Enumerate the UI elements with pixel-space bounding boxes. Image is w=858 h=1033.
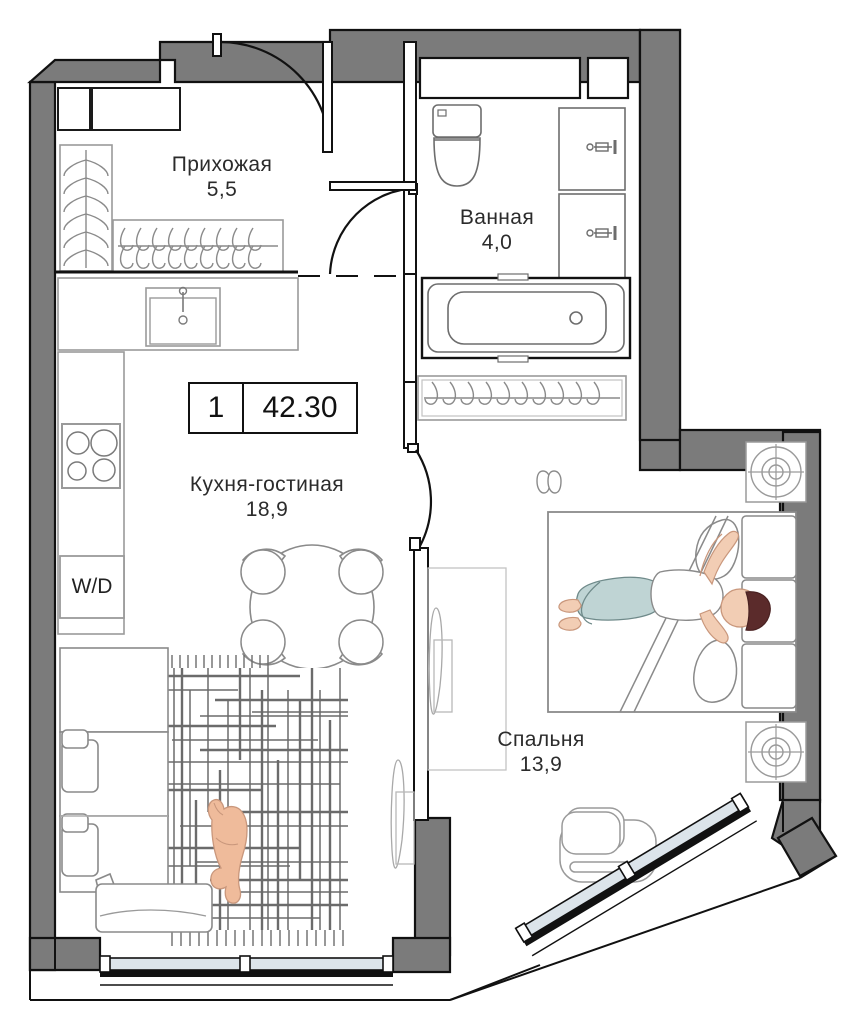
entry-door: [212, 33, 333, 153]
right-wall-lines: [679, 440, 784, 832]
sectional-sofa: [59, 647, 213, 933]
room-area-bedroom: 13,9: [519, 753, 563, 776]
room-name-hall: Прихожая: [171, 153, 273, 176]
room-name-bedroom: Спальня: [497, 728, 585, 751]
bathroom-door: [328, 181, 418, 275]
badge-total-area: 42.30: [262, 391, 338, 424]
room-label-bath: Ванная 4,0: [437, 205, 557, 256]
room-label-bedroom: Спальня 13,9: [481, 727, 601, 778]
window-bottom-right-angled: [514, 792, 758, 957]
bathroom: [328, 56, 632, 363]
dining-chairs: [240, 548, 384, 666]
slippers-icon: [536, 470, 562, 494]
room-name-kitchen: Кухня-гостиная: [189, 473, 345, 496]
bathtub-icon: [420, 273, 632, 363]
hall-cabinet-large: [91, 87, 181, 131]
bath-upper-cabinet: [418, 56, 582, 100]
room-label-kitchen: Кухня-гостиная 18,9: [167, 472, 367, 523]
living-area: [59, 647, 348, 946]
dog-illustration: [207, 798, 248, 904]
rug-fringe: [171, 655, 344, 946]
bath-upper-cabinet-small: [586, 56, 630, 100]
window-bottom-left: [99, 955, 394, 986]
kitchen-sink-icon: [145, 286, 221, 347]
nightstand-lamp-bottom: [745, 721, 807, 783]
hall-furniture: [55, 33, 404, 277]
curtains: [390, 567, 507, 869]
room-area-hall: 5,5: [206, 178, 238, 201]
corridor-wardrobe: [407, 375, 627, 551]
room-name-bath: Ванная: [459, 206, 535, 229]
badge-room-count: 1: [190, 384, 244, 432]
toilet-icon: [432, 104, 482, 187]
partitions: [403, 41, 429, 821]
washer-dryer-unit: [59, 555, 125, 619]
washer-dryer-text: W/D: [71, 575, 113, 598]
outer-angled-edge: [449, 855, 837, 1001]
dining-set: [240, 544, 384, 670]
washer-dryer-label: W/D: [60, 556, 124, 618]
bedroom: [547, 441, 807, 883]
person-illustration: [558, 530, 771, 644]
vanity-double: [558, 107, 626, 279]
room-area-kitchen: 18,9: [245, 498, 289, 521]
room-label-hall: Прихожая 5,5: [152, 152, 292, 203]
bedroom-door: [407, 443, 433, 551]
room-area-bath: 4,0: [481, 231, 513, 254]
area-badge: 1 42.30: [188, 382, 358, 434]
kitchen: [57, 277, 299, 635]
hall-cabinet-small: [57, 87, 91, 131]
cooktop-icon: [61, 423, 121, 489]
nightstand-lamp-top: [745, 441, 807, 503]
corridor-hangers: [424, 381, 601, 405]
hall-wardrobe-hangers: [63, 159, 109, 267]
hall-hangers-row: [119, 227, 262, 269]
